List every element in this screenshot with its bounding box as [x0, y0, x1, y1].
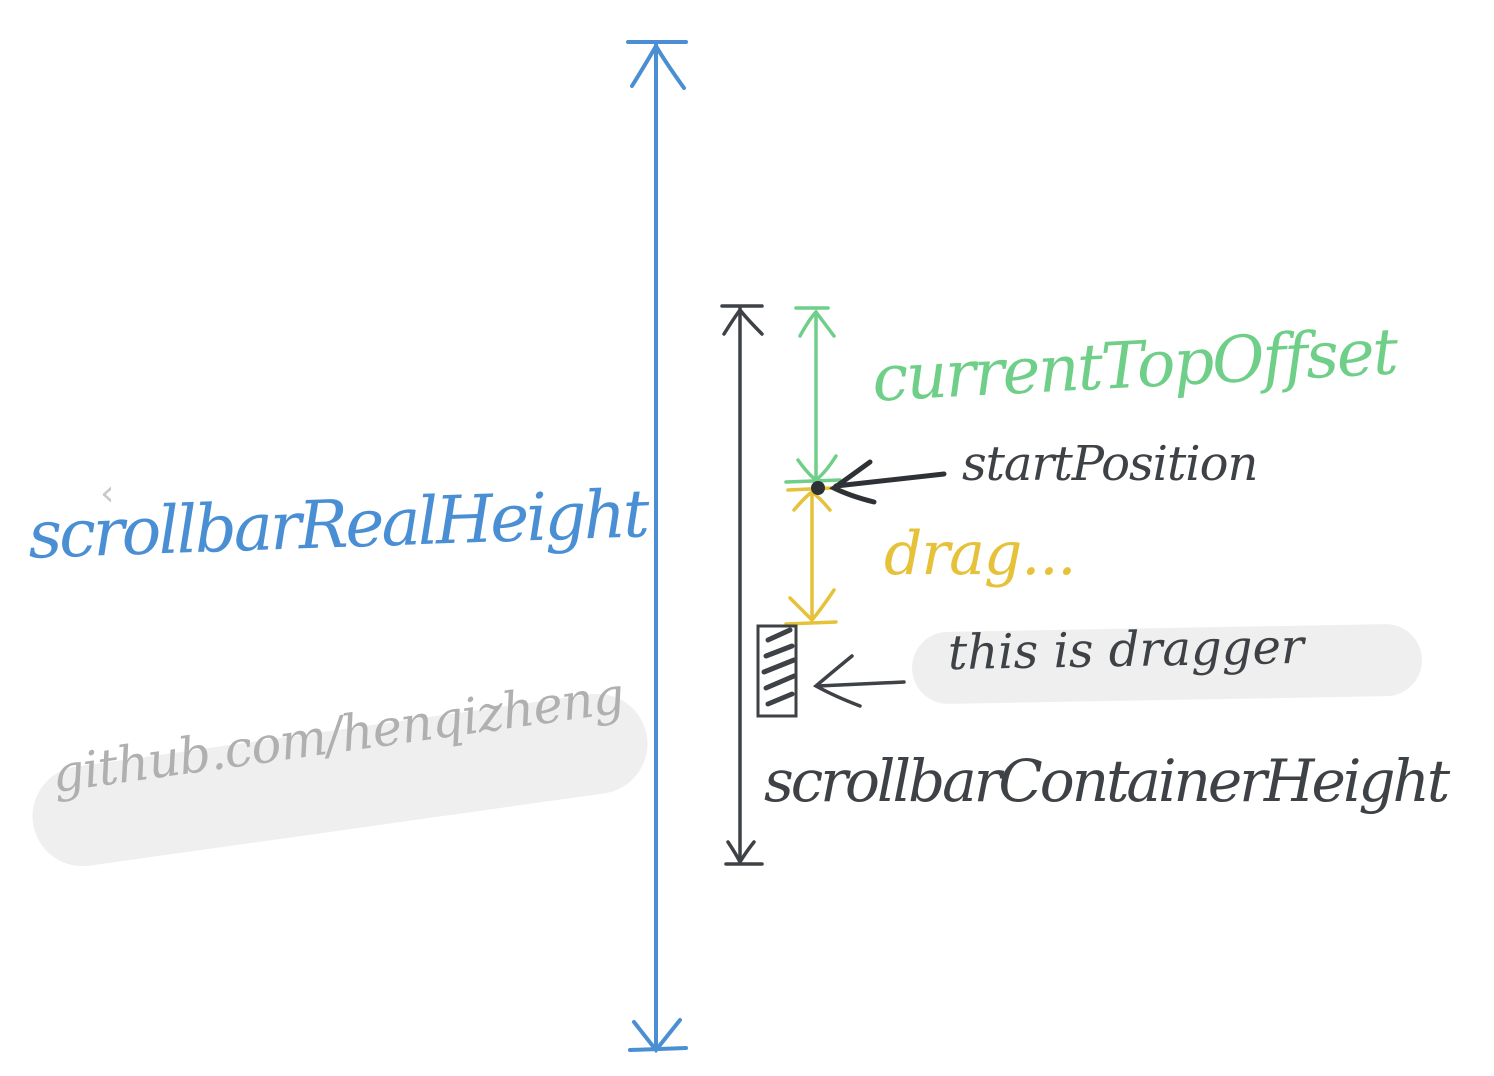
start-position-dot	[811, 481, 825, 495]
dragger-pointer	[812, 654, 906, 708]
start-position-label: startPosition	[962, 436, 1258, 492]
dragger-rect	[756, 624, 798, 718]
start-position-pointer	[829, 459, 947, 505]
drag-label: drag...	[884, 519, 1076, 589]
scrollbar-container-height-label: scrollbarContainerHeight	[764, 747, 1450, 815]
this-is-dragger-label: this is dragger	[947, 618, 1305, 682]
container-height-arrow	[720, 304, 764, 866]
real-height-arrow	[626, 40, 688, 1054]
top-offset-arrow	[784, 306, 842, 484]
chevron-left-icon[interactable]: ‹	[100, 473, 115, 514]
drag-arrow	[784, 486, 838, 626]
